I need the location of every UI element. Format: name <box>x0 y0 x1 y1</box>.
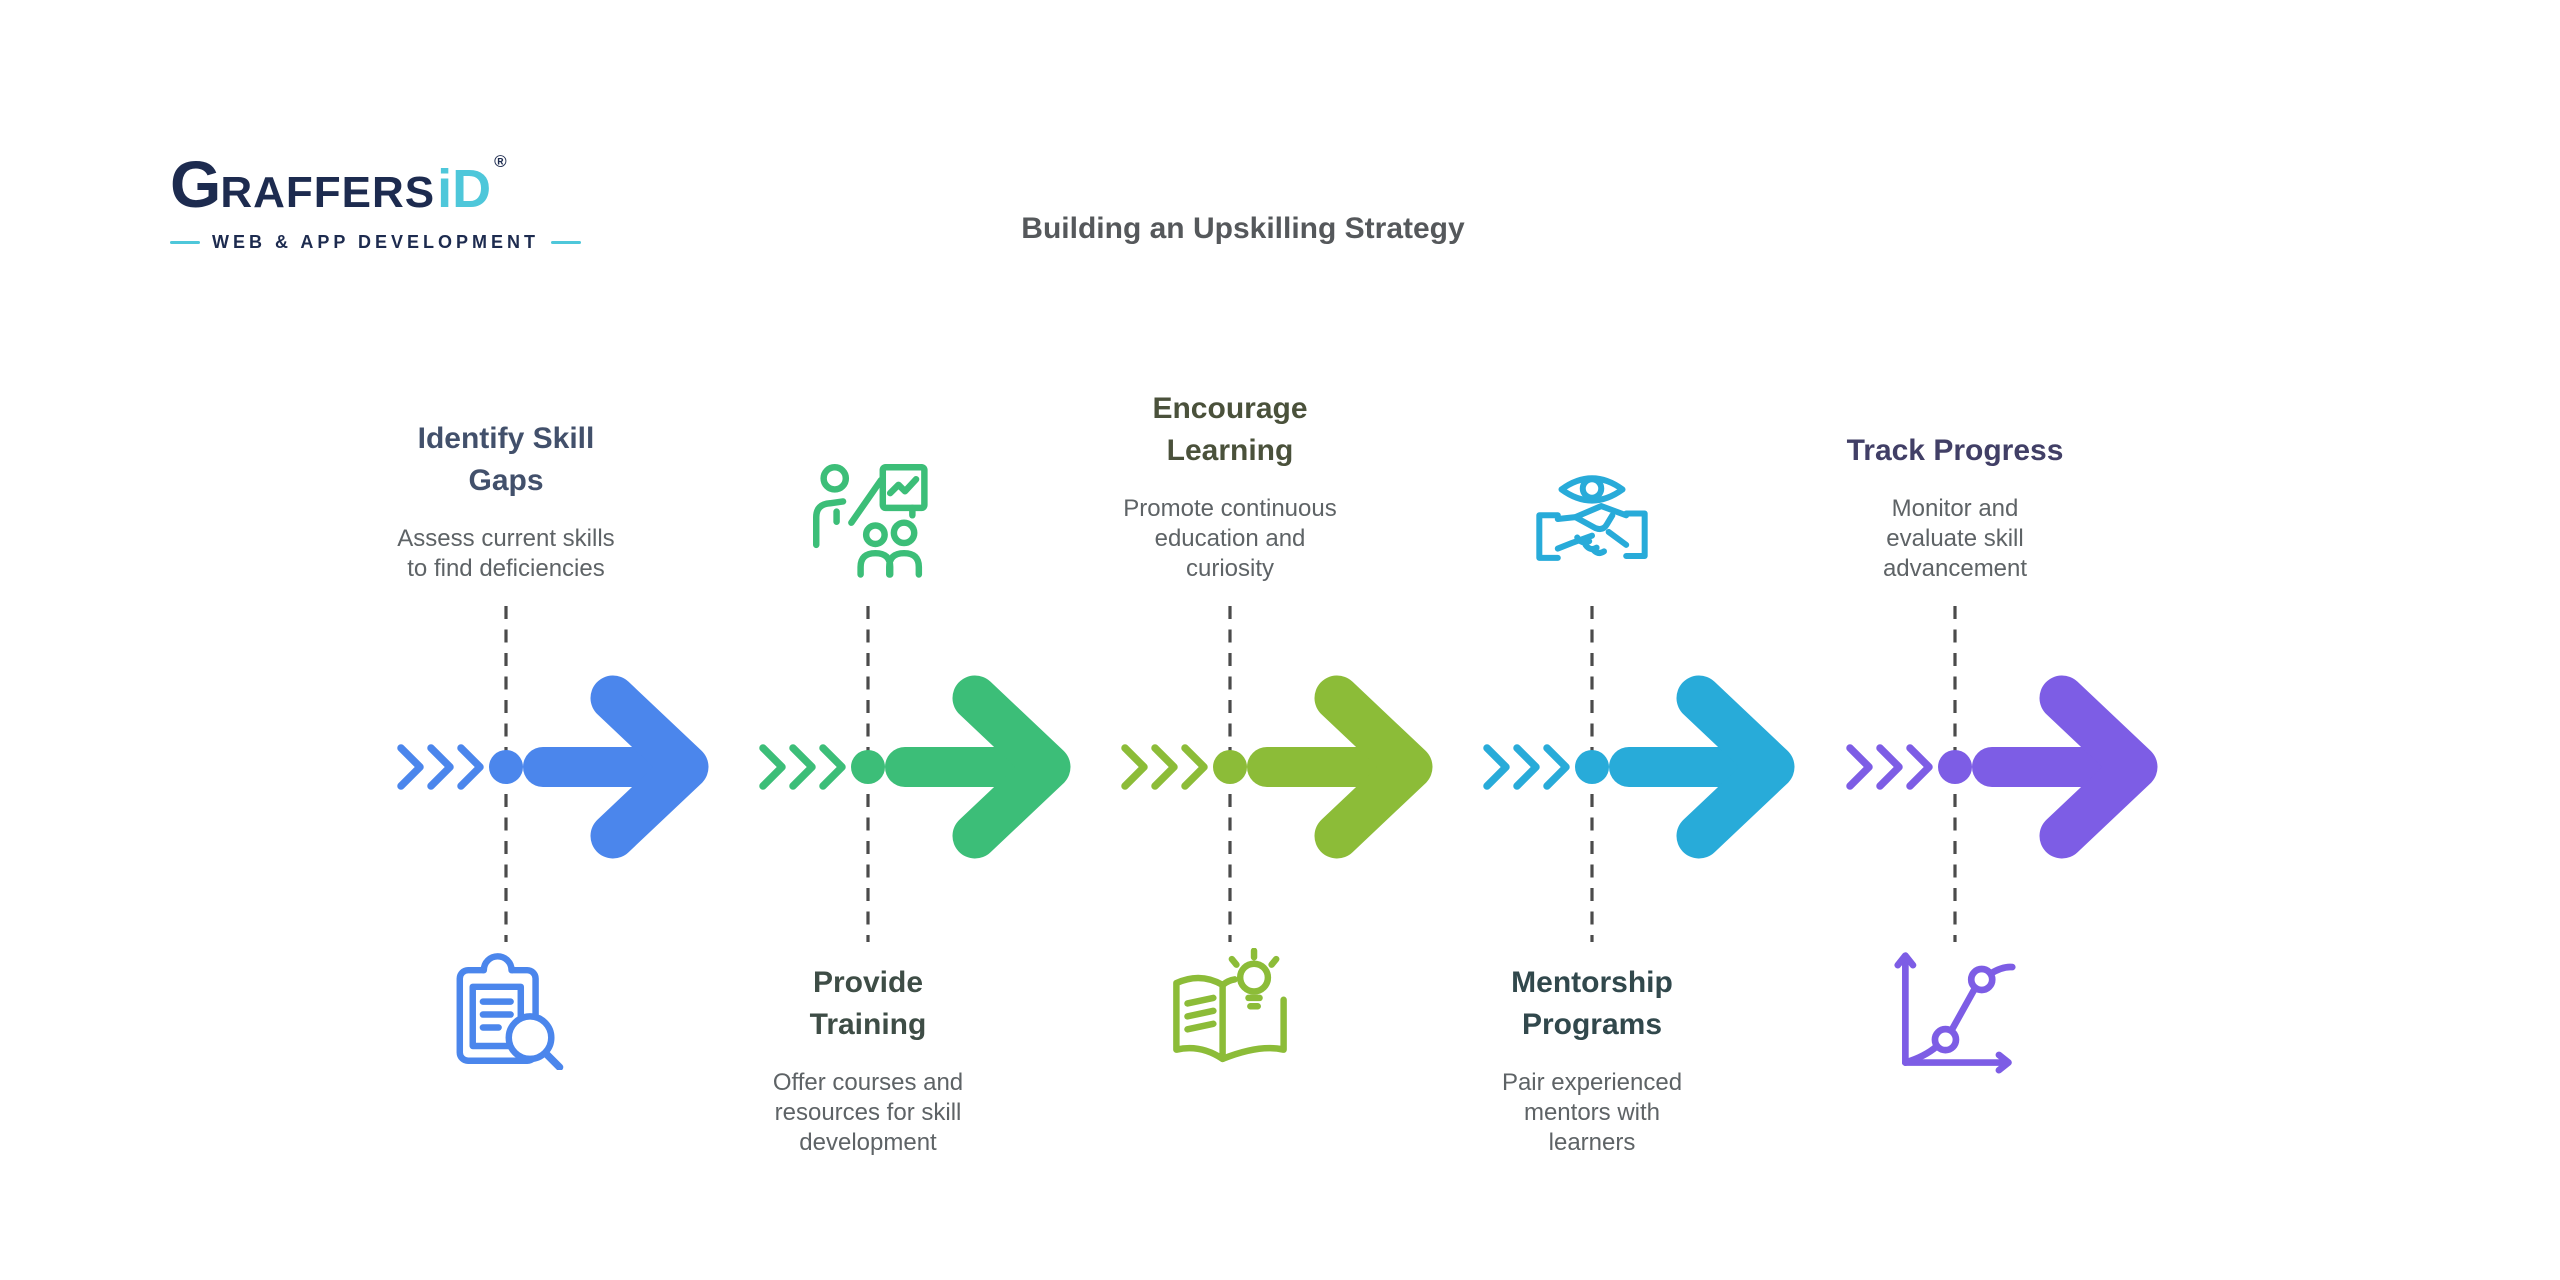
trainer-presentation-icon <box>807 458 929 580</box>
arrow-head <box>1314 675 1433 859</box>
tagline-dash-right <box>551 241 582 244</box>
logo-tagline-row: WEB & APP DEVELOPMENT <box>170 232 582 253</box>
timeline-dot <box>1575 750 1609 784</box>
book-lightbulb-icon <box>1169 948 1291 1070</box>
timeline-dot <box>1213 750 1247 784</box>
step-title: Encourage Learning <box>1050 388 1410 472</box>
step-description: Pair experienced mentors with learners <box>1412 1068 1772 1158</box>
step-text-block: Provide Training Offer courses and resou… <box>688 962 1048 1158</box>
arrow-head <box>590 675 709 859</box>
timeline-arrow-purple <box>1842 672 2172 862</box>
step-title: Mentorship Programs <box>1412 962 1772 1046</box>
page-title: Building an Upskilling Strategy <box>1021 212 1465 245</box>
clipboard-search-icon <box>445 948 567 1070</box>
step-text-block: Mentorship Programs Pair experienced men… <box>1412 962 1772 1158</box>
timeline-arrow-olive <box>1117 672 1447 862</box>
step-desc-line: curiosity <box>1185 555 1275 582</box>
step-text-block: Identify Skill Gaps Assess current skill… <box>326 418 686 584</box>
step-title-line: Provide <box>812 966 924 999</box>
step-title-line: Identify Skill <box>417 422 595 455</box>
step-desc-line: Pair experienced <box>1501 1069 1683 1096</box>
step-description: Promote continuous education and curiosi… <box>1050 494 1410 584</box>
triple-chevron-icon <box>759 744 846 790</box>
step-title-line: Gaps <box>468 464 544 497</box>
arrow-head <box>1676 675 1795 859</box>
step-title-line: Mentorship <box>1511 966 1673 999</box>
step-desc-line: resources for skill <box>774 1099 962 1126</box>
arrow-head <box>952 675 1071 859</box>
step-desc-line: evaluate skill <box>1886 525 2024 552</box>
step-text-block: Track Progress Monitor and evaluate skil… <box>1775 430 2135 584</box>
step-desc-line: Offer courses and <box>772 1069 964 1096</box>
triple-chevron-icon <box>397 744 484 790</box>
arrow-head <box>2039 675 2158 859</box>
logo-wordmark: G RAFFERS iD ® <box>170 146 581 222</box>
step-desc-line: learners <box>1548 1129 1636 1156</box>
growth-chart-icon <box>1892 948 2018 1074</box>
step-title: Provide Training <box>688 962 1048 1046</box>
timeline-dot <box>489 750 523 784</box>
step-desc-line: Monitor and <box>1891 495 2019 522</box>
step-title-line: Encourage <box>1152 392 1308 425</box>
timeline-dot <box>851 750 885 784</box>
step-text-block: Encourage Learning Promote continuous ed… <box>1050 388 1410 584</box>
step-desc-line: advancement <box>1882 555 2028 582</box>
step-title-line: Programs <box>1521 1008 1663 1041</box>
step-desc-line: development <box>799 1129 937 1156</box>
timeline-arrow-blue <box>393 672 723 862</box>
step-desc-line: mentors with <box>1523 1099 1661 1126</box>
graffersid-logo: G RAFFERS iD ® WEB & APP DEVELOPMENT <box>170 146 582 253</box>
step-title-line: Learning <box>1166 434 1294 467</box>
timeline-dot <box>1938 750 1972 784</box>
tagline-dash-left <box>170 241 200 244</box>
logo-brand-text: RAFFERS <box>220 168 436 217</box>
eye-handshake-icon <box>1531 458 1653 580</box>
step-desc-line: to find deficiencies <box>407 555 605 582</box>
step-title-line: Training <box>809 1008 927 1041</box>
step-description: Assess current skills to find deficienci… <box>326 524 686 584</box>
step-desc-line: Assess current skills <box>397 525 615 552</box>
timeline-arrow-green <box>755 672 1085 862</box>
triple-chevron-icon <box>1121 744 1208 790</box>
logo-tagline: WEB & APP DEVELOPMENT <box>212 232 540 252</box>
step-title: Identify Skill Gaps <box>326 418 686 502</box>
step-title-line: Track Progress <box>1846 434 2064 467</box>
logo-letter-g: G <box>170 147 221 221</box>
step-title: Track Progress <box>1775 430 2135 472</box>
timeline-arrow-cyan <box>1479 672 1809 862</box>
step-desc-line: education and <box>1154 525 1306 552</box>
logo-brand-accent: iD <box>437 159 492 219</box>
step-description: Offer courses and resources for skill de… <box>688 1068 1048 1158</box>
triple-chevron-icon <box>1483 744 1570 790</box>
step-description: Monitor and evaluate skill advancement <box>1775 494 2135 584</box>
triple-chevron-icon <box>1846 744 1933 790</box>
step-desc-line: Promote continuous <box>1123 495 1337 522</box>
registered-trademark-icon: ® <box>494 152 507 171</box>
